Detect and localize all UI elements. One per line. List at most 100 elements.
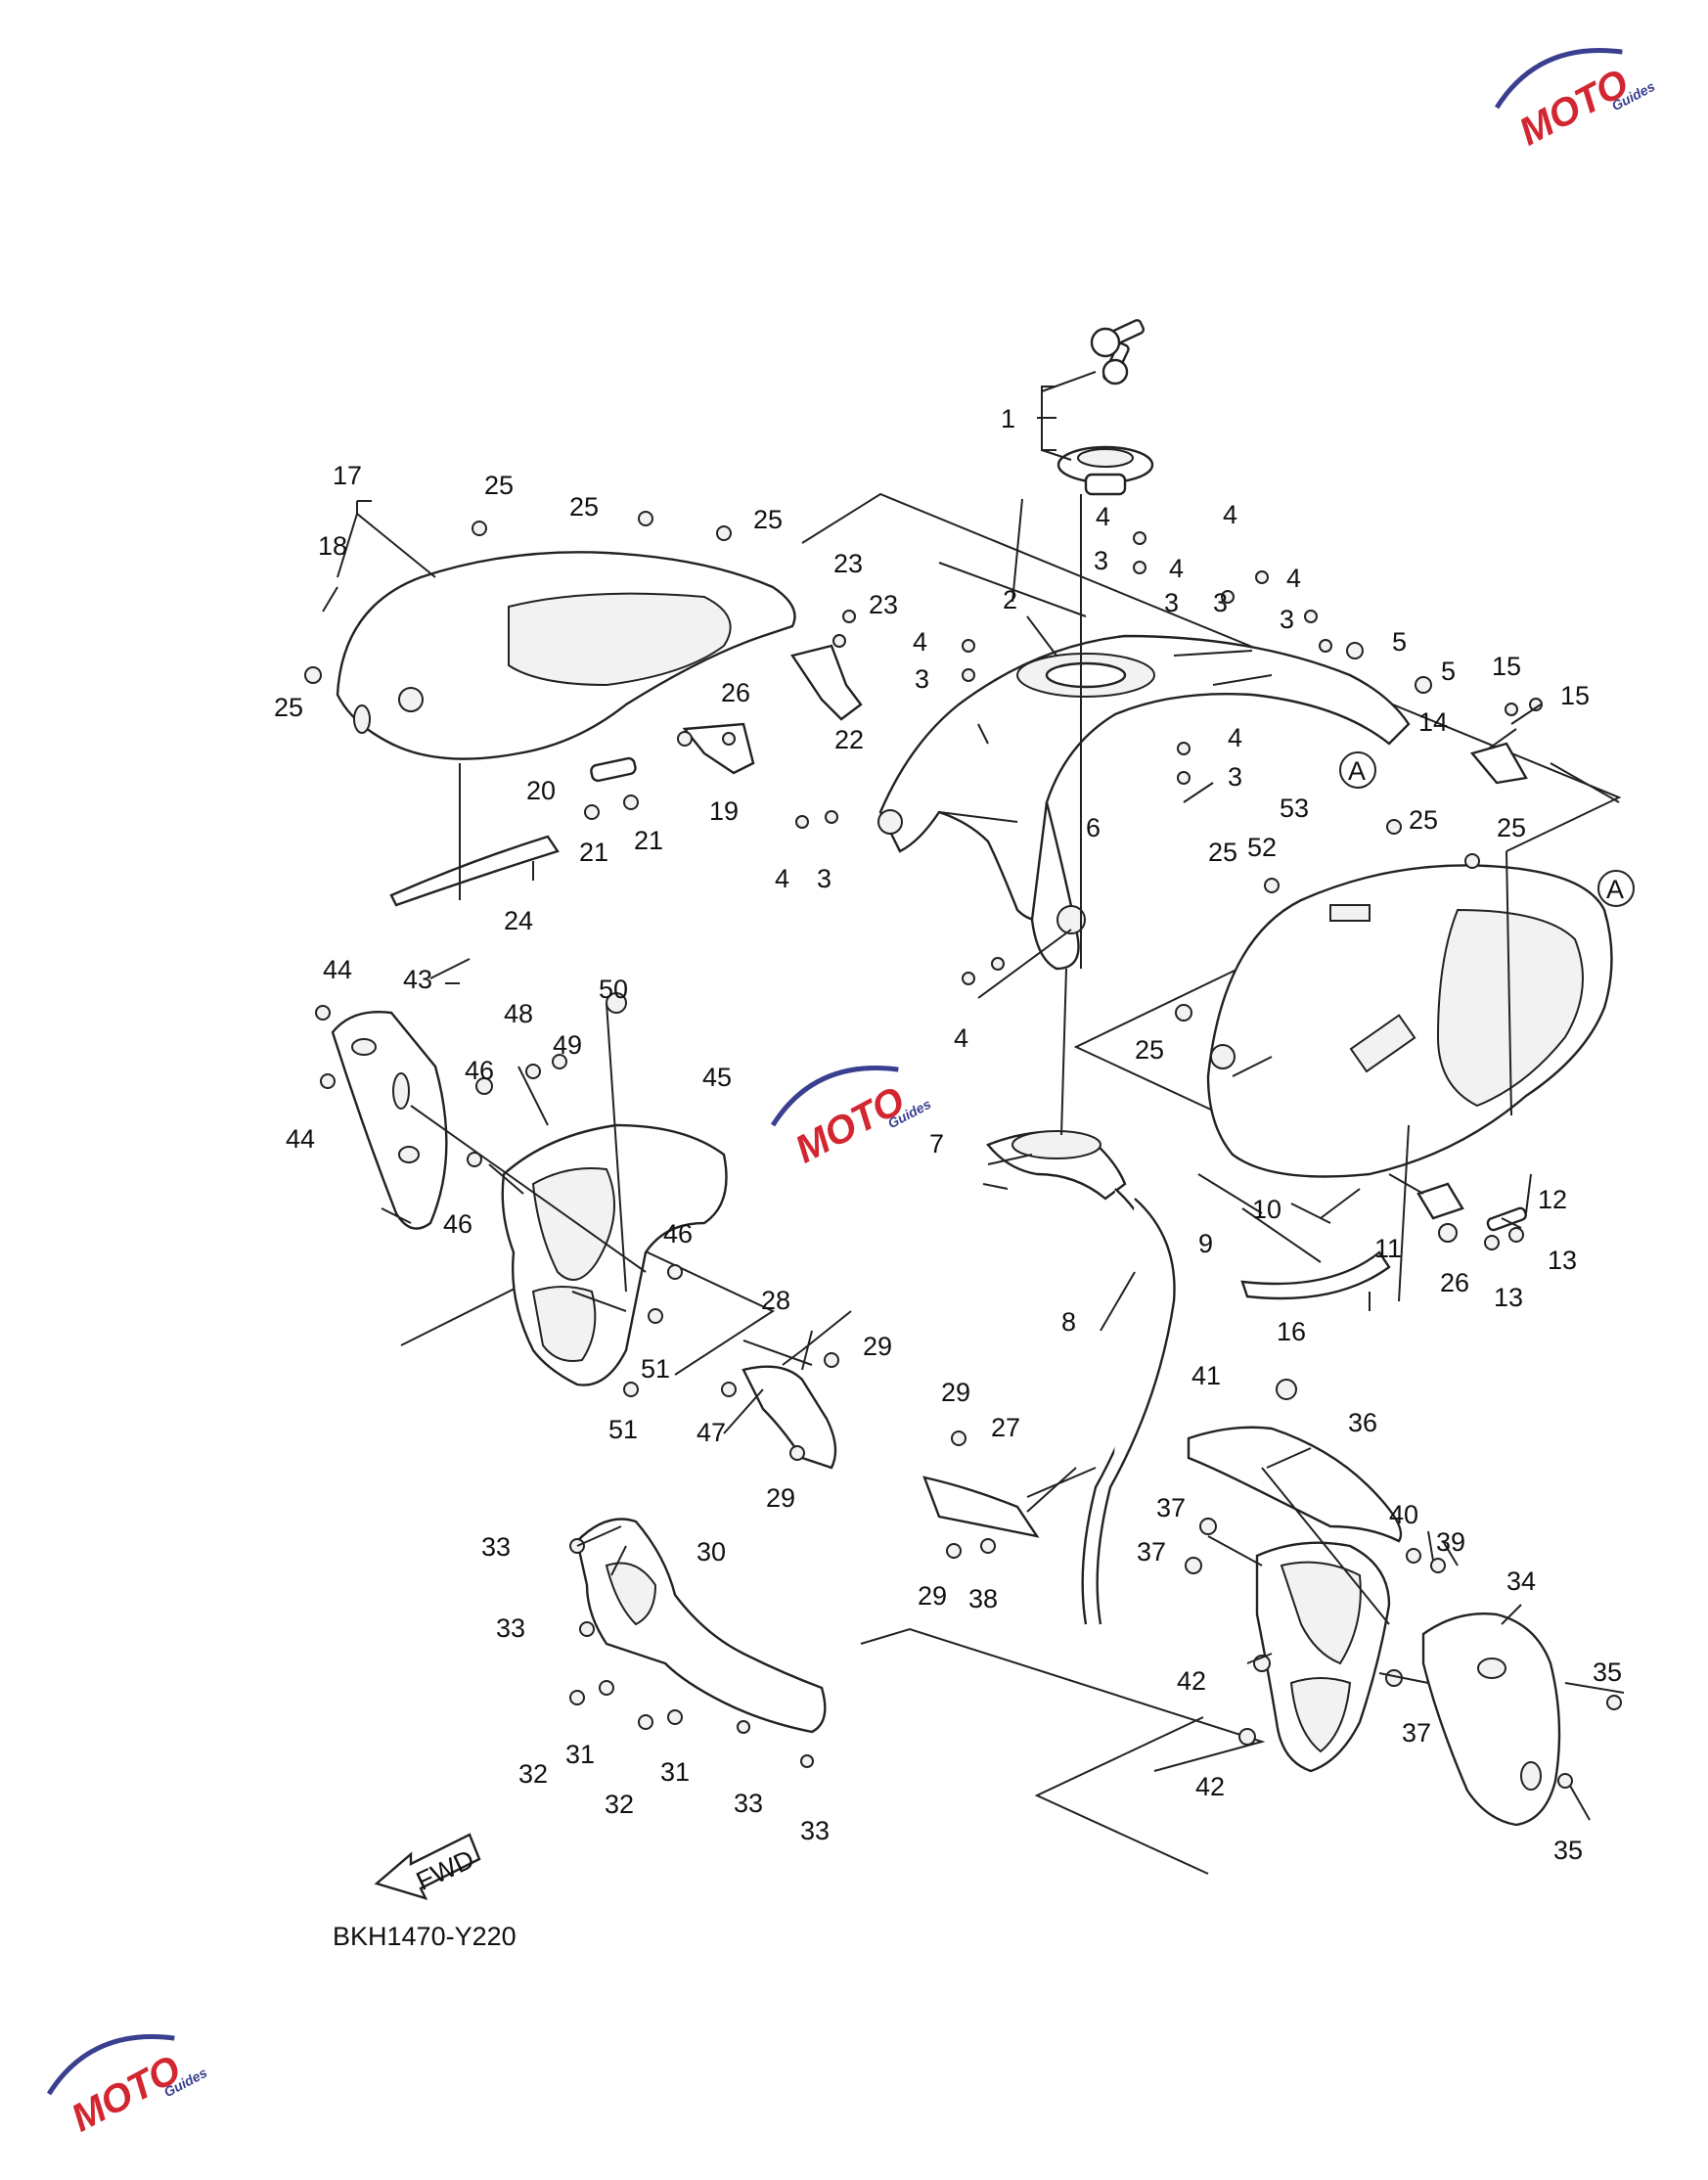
side-cover-left-upper [336,551,796,760]
callout-25: 25 [274,693,303,722]
callout-46: 46 [465,1056,494,1085]
callout-4: 4 [913,627,927,657]
callout-47: 47 [697,1418,726,1447]
callout-15: 15 [1560,681,1590,710]
callout-31: 31 [660,1757,690,1787]
callout-25: 25 [569,492,599,522]
callout-2: 2 [1003,585,1017,614]
bracket-11 [1416,1182,1464,1220]
callout-29: 29 [941,1378,970,1407]
callout-4: 4 [954,1023,968,1053]
callout-42: 42 [1195,1772,1225,1801]
rubber-drain-boot [986,1130,1127,1201]
callout-3: 3 [1280,605,1294,634]
callout-51: 51 [608,1415,638,1444]
callout-37: 37 [1156,1493,1186,1522]
callout-3: 3 [1213,588,1228,617]
bracket-19 [682,722,755,775]
rubber-strip-24 [389,835,560,907]
callout-35: 35 [1553,1836,1583,1865]
callout-4: 4 [1169,554,1184,583]
watermark-bottom-left: MOTO Guides [46,2034,209,2140]
callout-38: 38 [968,1584,998,1613]
leader-lines [322,371,1625,1821]
callout-45: 45 [702,1063,732,1092]
callout-32: 32 [605,1790,634,1819]
callout-25: 25 [1208,838,1237,867]
callout-4: 4 [775,864,789,893]
callout-27: 27 [991,1413,1020,1442]
svg-text:A: A [1348,756,1366,786]
callout-25: 25 [1135,1035,1164,1065]
callout-33: 33 [496,1613,525,1643]
callout-48: 48 [504,999,533,1028]
callout-52: 52 [1247,833,1277,862]
bracket-22 [790,644,863,721]
callout-1: 1 [1001,404,1015,433]
callout-10: 10 [1252,1195,1281,1224]
callout-24: 24 [504,906,533,935]
callout-31: 31 [565,1740,595,1769]
diagram-code: BKH1470-Y220 [333,1922,517,1951]
callout-53: 53 [1280,794,1309,823]
callout-9: 9 [1198,1229,1213,1258]
rubber-strip-16 [1240,1250,1391,1300]
fasteners [304,511,1622,1789]
bracket-14 [1469,742,1528,785]
reference-marker-a-1: A [1339,751,1376,789]
callout-22: 22 [834,725,864,754]
callout-32: 32 [518,1759,548,1789]
callout-14: 14 [1418,707,1448,737]
panel-left-43 [331,1011,448,1230]
callout-30: 30 [697,1537,726,1567]
callout-15: 15 [1492,652,1521,681]
callout-21: 21 [634,826,663,855]
callout-25: 25 [484,471,514,500]
callout-29: 29 [863,1332,892,1361]
drain-hose [1081,1188,1176,1625]
callout-16: 16 [1277,1317,1306,1346]
callout-3: 3 [915,664,929,694]
callout-46: 46 [443,1209,472,1239]
callout-21: 21 [579,838,608,867]
callout-36: 36 [1348,1408,1377,1437]
callout-13: 13 [1548,1246,1577,1275]
callout-28: 28 [761,1286,790,1315]
callout-18: 18 [318,531,347,561]
cover-panel-34 [1421,1612,1561,1827]
callout-43: 43 [403,965,432,994]
callout-8: 8 [1061,1307,1076,1337]
callout-41: 41 [1191,1361,1221,1390]
callout-3: 3 [1164,588,1179,617]
callout-44: 44 [286,1124,315,1154]
callout-20: 20 [526,776,556,805]
callout-3: 3 [817,864,832,893]
callout-50: 50 [599,975,628,1004]
assembly-boundaries [400,492,1622,1875]
bracket-27 [922,1467,1077,1538]
bracket-20 [590,756,637,783]
callout-25: 25 [1497,813,1526,842]
callout-35: 35 [1593,1658,1622,1687]
callout-17: 17 [333,461,362,490]
callout-25: 25 [753,505,783,534]
callout-46: 46 [663,1219,693,1249]
reference-marker-a-2: A [1597,870,1635,907]
bracket-28 [742,1310,852,1470]
callout-29: 29 [766,1483,795,1513]
fuel-tank [877,634,1411,971]
watermark-center: MOTO Guides [770,1066,933,1171]
callout-49: 49 [553,1030,582,1060]
svg-text:A: A [1606,875,1624,904]
callout-4: 4 [1286,564,1301,593]
forward-arrow-icon: FWD [374,1833,481,1900]
callout-34: 34 [1506,1567,1536,1596]
lower-bracket-30 [575,1518,827,1734]
callout-labels: 1 2 3 3 3 3 3 3 3 4 4 4 4 4 4 4 4 5 5 6 … [274,404,1622,1865]
panel-left-45 [501,1123,728,1386]
callout-25: 25 [1409,805,1438,835]
side-cover-right [1206,864,1613,1178]
callout-7: 7 [929,1129,944,1158]
callout-5: 5 [1392,627,1407,657]
